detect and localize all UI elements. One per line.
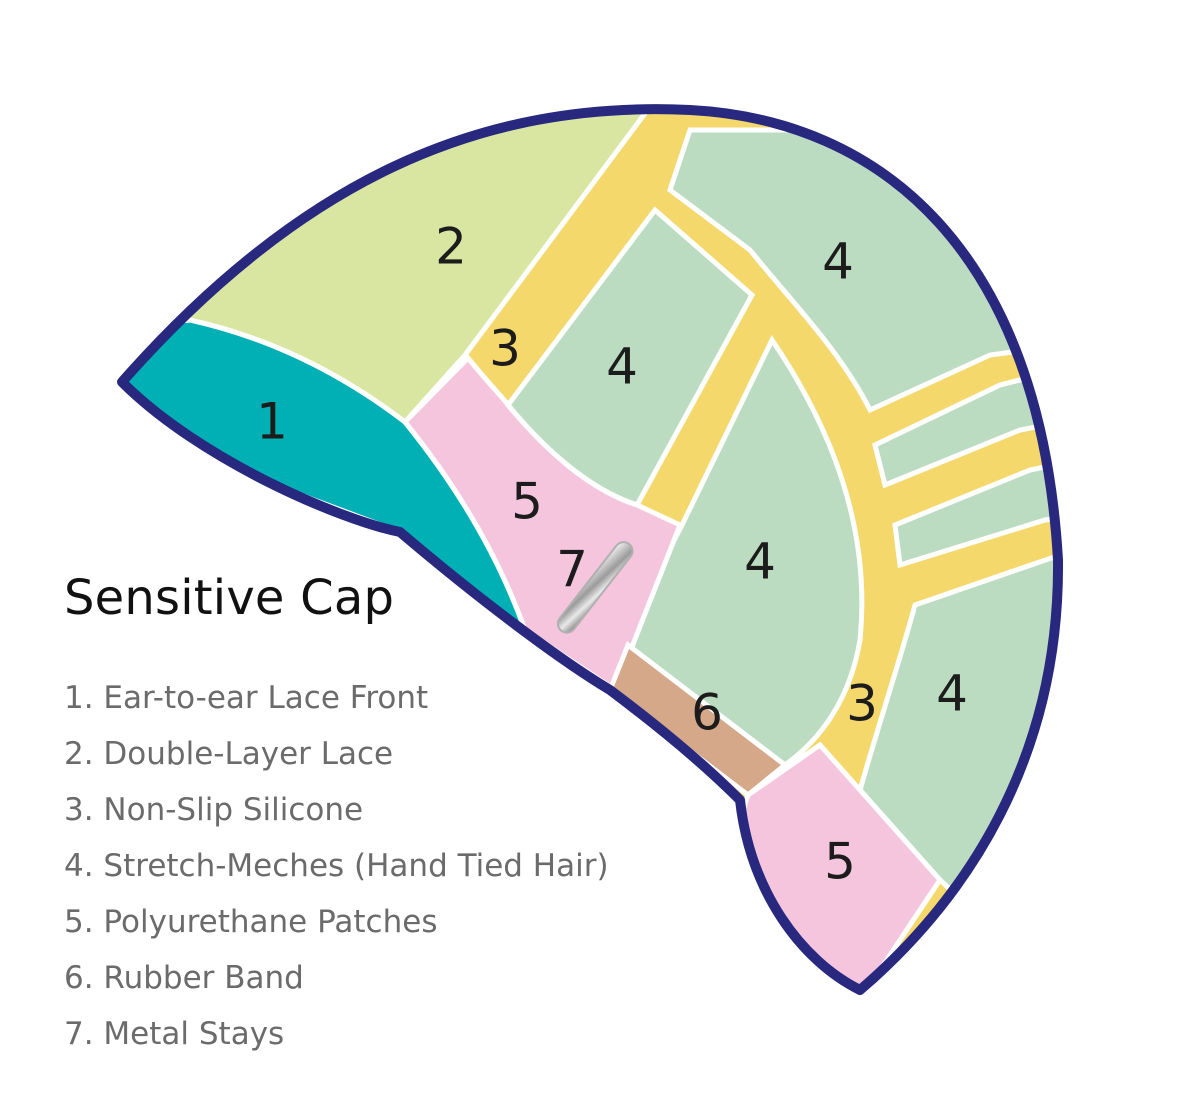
legend-item-silicone: 3. Non-Slip Silicone [64,792,364,828]
legend-item-stretch-meches: 4. Stretch-Meches (Hand Tied Hair) [64,848,609,884]
metal-stay [556,541,634,634]
zone-stretch-meches-center [616,335,865,769]
zone-stretch-meches-right [857,537,1059,990]
zone-label-3-upper: 3 [489,320,521,378]
zone-label-7: 7 [556,541,588,599]
legend-item-double-layer-lace: 2. Double-Layer Lace [64,736,394,772]
zone-label-1: 1 [256,393,288,451]
zone-label-4-top: 4 [822,233,854,291]
zone-label-4-inner: 4 [606,338,638,396]
legend-list: 1. Ear-to-ear Lace Front 2. Double-Layer… [64,676,609,1068]
zone-label-4-right: 4 [936,665,968,723]
zone-stretch-meches-stripes [872,336,1059,489]
zone-label-4-center: 4 [744,533,776,591]
zone-polyurethane-upper [401,354,684,694]
legend-item-rubber-band: 6. Rubber Band [64,960,304,996]
legend-item-metal-stays: 7. Metal Stays [64,1016,285,1052]
zone-label-6: 6 [691,684,723,742]
zone-label-2: 2 [435,218,467,276]
zone-label-3-lower: 3 [846,675,878,733]
legend-item-lace-front: 1. Ear-to-ear Lace Front [64,680,429,716]
cap-outline [117,104,1064,995]
diagram-title: Sensitive Cap [64,570,395,626]
legend-item-polyurethane: 5. Polyurethane Patches [64,904,438,940]
zone-stretch-meches-stripes-2 [892,436,1059,569]
zone-label-5-upper: 5 [511,473,543,531]
zone-label-5-lower: 5 [824,833,856,891]
